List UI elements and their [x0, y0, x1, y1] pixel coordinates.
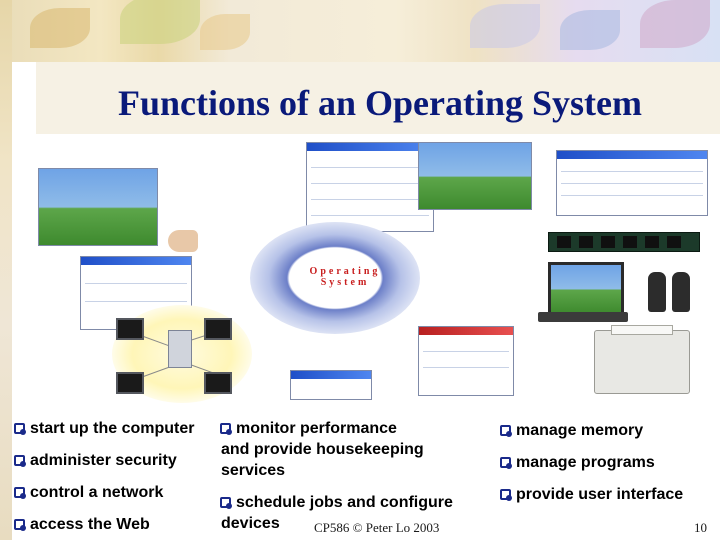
checkbox-bullet-icon	[14, 519, 26, 531]
network-monitor-image	[116, 318, 144, 340]
checkbox-bullet-icon	[220, 497, 232, 509]
checkbox-bullet-icon	[220, 423, 232, 435]
checkbox-bullet-icon	[14, 423, 26, 435]
footer-credit: CP586 © Peter Lo 2003	[314, 520, 440, 535]
bullet-item: start up the computer	[14, 418, 194, 439]
bullet-item: monitor performance	[220, 418, 397, 439]
checkbox-bullet-icon	[500, 457, 512, 469]
hand-pointer-image	[168, 230, 198, 252]
laptop-image	[548, 262, 624, 316]
bullet-item: schedule jobs and configure	[220, 492, 453, 513]
network-monitor-image	[204, 372, 232, 394]
laptop-base-image	[538, 312, 628, 322]
bullet-continuation: devices	[221, 515, 280, 532]
bullet-item: manage programs	[500, 452, 655, 473]
browser-screenshot	[418, 326, 514, 396]
windows-boot-screenshot	[38, 168, 158, 246]
checkbox-bullet-icon	[14, 487, 26, 499]
bullet-item: access the Web	[14, 514, 150, 535]
decorative-side-strip	[0, 0, 12, 540]
bullet-item: control a network	[14, 482, 163, 503]
bullet-item: administer security	[14, 450, 177, 471]
title-band	[36, 62, 720, 134]
checkbox-bullet-icon	[500, 425, 512, 437]
bullet-item: provide user interface	[500, 484, 683, 505]
os-swirl-label: Operating System	[290, 266, 400, 288]
spreadsheet-screenshot	[556, 150, 708, 216]
server-image	[168, 330, 192, 368]
os-swirl-label-line2: System	[320, 277, 370, 288]
network-monitor-image	[204, 318, 232, 340]
bullet-continuation: services	[221, 462, 286, 479]
dialog-screenshot	[290, 370, 372, 400]
slide-title: Functions of an Operating System	[117, 83, 643, 123]
page-number: 10	[694, 520, 707, 535]
checkbox-bullet-icon	[500, 489, 512, 501]
os-swirl-graphic	[250, 222, 420, 334]
file-explorer-screenshot	[306, 142, 434, 232]
printer-image	[594, 325, 690, 394]
speaker-left-image	[648, 272, 666, 312]
os-swirl-label-line1: Operating	[309, 266, 381, 277]
speaker-right-image	[672, 272, 690, 312]
bullet-continuation: and provide housekeeping	[221, 441, 424, 458]
network-monitor-image	[116, 372, 144, 394]
desktop-screenshot	[418, 142, 532, 210]
memory-module-image	[548, 232, 700, 252]
checkbox-bullet-icon	[14, 455, 26, 467]
decorative-banner	[0, 0, 720, 62]
bullet-item: manage memory	[500, 420, 643, 441]
